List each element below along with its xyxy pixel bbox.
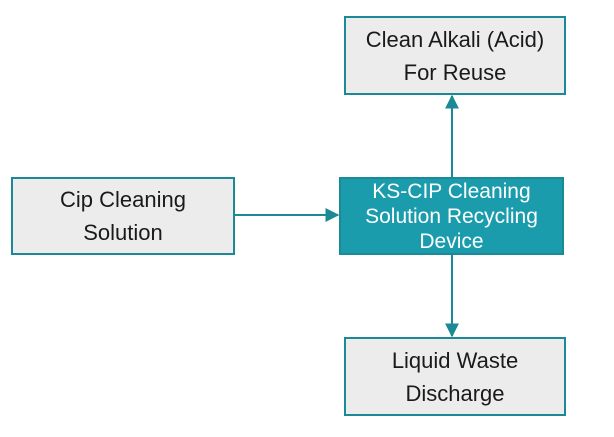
node-label-line: Solution xyxy=(83,220,163,245)
node-label-line: Cip Cleaning xyxy=(60,187,186,212)
liquid-waste-discharge-box: Liquid Waste Discharge xyxy=(344,337,566,416)
node-label-line: KS-CIP Cleaning xyxy=(372,179,531,203)
cip-cleaning-solution-box: Cip Cleaning Solution xyxy=(11,177,235,255)
node-label-line: Clean Alkali (Acid) xyxy=(365,26,545,52)
clean-alkali-reuse-box: Clean Alkali (Acid) For Reuse xyxy=(344,16,566,95)
node-label-line: Device xyxy=(419,229,484,253)
node-label-line: Liquid Waste xyxy=(391,347,519,373)
recycling-device-box: KS-CIP Cleaning Solution Recycling Devic… xyxy=(339,177,564,255)
node-label-line: Discharge xyxy=(405,380,505,406)
node-label-line: Solution Recycling xyxy=(365,204,538,228)
node-label-line: For Reuse xyxy=(403,59,507,85)
